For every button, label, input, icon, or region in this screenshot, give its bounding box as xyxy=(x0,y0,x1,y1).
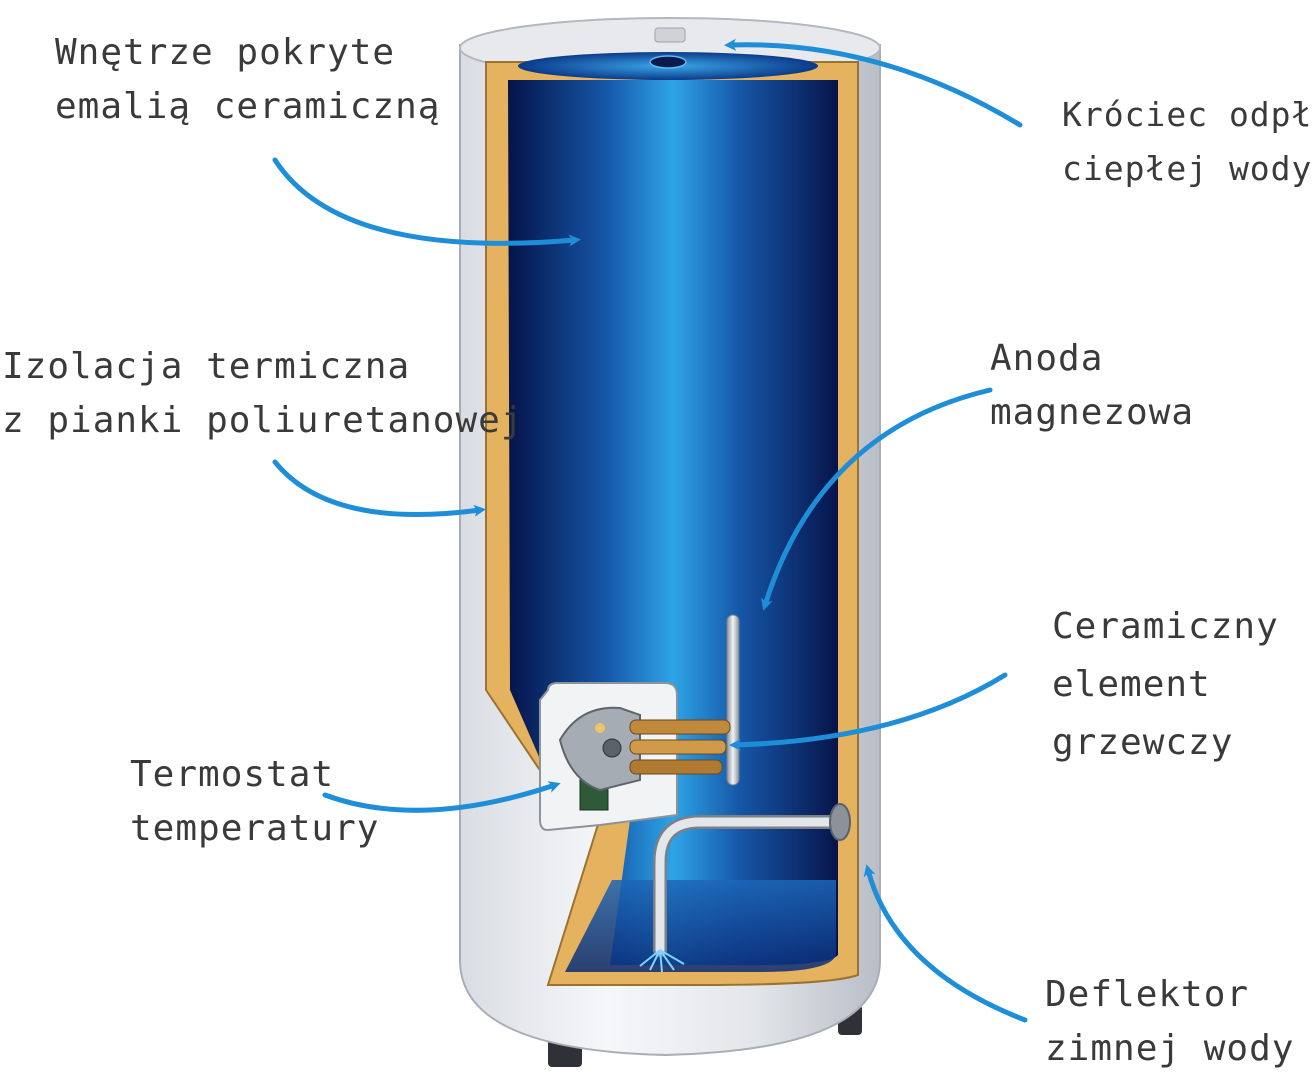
arrow-hot-outlet xyxy=(724,38,1023,128)
arrow-heating-element xyxy=(729,672,1008,751)
arrow-thermostat xyxy=(322,781,561,813)
arrow-anode xyxy=(761,387,993,611)
magnesium-anode-rod xyxy=(726,614,740,786)
label-anode: Anoda magnezowa xyxy=(990,332,1194,440)
label-line: Anoda xyxy=(990,338,1104,379)
label-thermostat: Termostat temperatury xyxy=(130,748,379,856)
label-line: element xyxy=(1052,664,1211,705)
label-line: temperatury xyxy=(130,808,380,849)
label-heating-element: Ceramiczny element grzewczy xyxy=(1052,598,1279,772)
arrow-deflector xyxy=(863,864,1028,1023)
label-line: zimnej wody xyxy=(1045,1028,1295,1069)
outlet-opening xyxy=(649,55,687,69)
label-insulation: Izolacja termiczna z pianki poliuretanow… xyxy=(2,340,524,448)
label-line: z pianki poliuretanowej xyxy=(2,400,524,441)
label-inner-coating: Wnętrze pokryte emalią ceramiczną xyxy=(55,26,440,134)
label-hot-outlet: Króciec odpływu ciepłej wody xyxy=(1062,88,1313,196)
label-line: Wnętrze pokryte xyxy=(55,32,396,73)
label-line: grzewczy xyxy=(1052,722,1234,763)
label-line: Izolacja termiczna xyxy=(2,346,411,387)
tank-bottom-water xyxy=(565,880,836,972)
hot-water-outlet-fitting xyxy=(654,27,686,43)
water-deflector-spray xyxy=(639,949,685,973)
label-deflector: Deflektor zimnej wody xyxy=(1045,968,1294,1076)
label-line: Termostat xyxy=(130,754,335,795)
label-line: Króciec odpływu xyxy=(1062,95,1313,134)
label-line: Deflektor xyxy=(1045,974,1250,1015)
arrow-insulation xyxy=(272,459,486,517)
label-line: magnezowa xyxy=(990,392,1195,433)
label-line: Ceramiczny xyxy=(1052,606,1279,647)
cold-water-inlet xyxy=(829,803,851,841)
label-line: emalią ceramiczną xyxy=(55,86,441,127)
arrow-inner-coating xyxy=(272,157,581,247)
label-line: ciepłej wody xyxy=(1062,149,1313,188)
ceramic-heating-element xyxy=(558,706,731,792)
